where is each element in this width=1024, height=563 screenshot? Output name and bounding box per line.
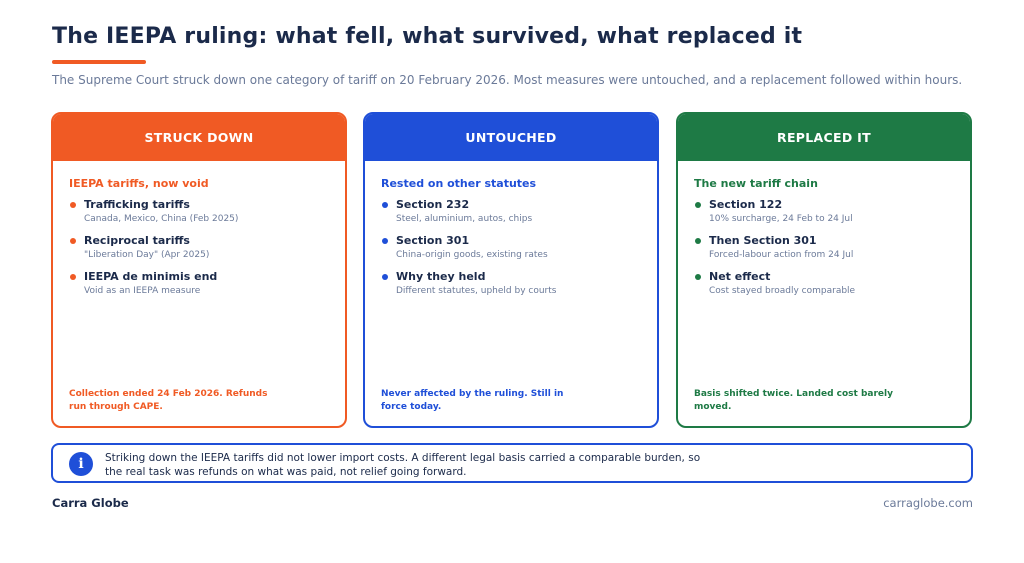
list-item: IEEPA de minimis end Void as an IEEPA me… <box>69 270 329 298</box>
bullet-icon <box>382 202 388 208</box>
info-text: Striking down the IEEPA tariffs did not … <box>105 452 701 478</box>
card-replaced-it: REPLACED IT The new tariff chain Section… <box>676 112 972 428</box>
card-header: REPLACED IT <box>678 114 970 161</box>
item-desc: China-origin goods, existing rates <box>396 250 548 260</box>
section-label: IEEPA tariffs, now void <box>69 177 209 190</box>
item-desc: "Liberation Day" (Apr 2025) <box>84 250 210 260</box>
list-item: Then Section 301 Forced-labour action fr… <box>694 234 954 262</box>
section-label: Rested on other statutes <box>381 177 537 190</box>
item-title: Then Section 301 <box>709 234 817 247</box>
item-title: Section 301 <box>396 234 470 247</box>
site-link[interactable]: carraglobe.com <box>883 496 973 510</box>
item-desc: Void as an IEEPA measure <box>84 286 201 296</box>
page-subtitle: The Supreme Court struck down one catego… <box>52 73 963 87</box>
title-underline <box>52 60 146 64</box>
item-title: Section 232 <box>396 198 470 211</box>
bullet-icon <box>382 274 388 280</box>
info-icon: i <box>69 452 93 476</box>
list-item: Reciprocal tariffs "Liberation Day" (Apr… <box>69 234 329 262</box>
card-body: Rested on other statutes Section 232 Ste… <box>365 161 657 298</box>
bullet-icon <box>695 238 701 244</box>
info-callout: i Striking down the IEEPA tariffs did no… <box>51 443 973 483</box>
page-title: The IEEPA ruling: what fell, what surviv… <box>52 24 803 49</box>
item-desc: Forced-labour action from 24 Jul <box>709 250 854 260</box>
list-item: Trafficking tariffs Canada, Mexico, Chin… <box>69 198 329 226</box>
bullet-icon <box>70 274 76 280</box>
item-title: Reciprocal tariffs <box>84 234 190 247</box>
bullet-icon <box>382 238 388 244</box>
list-item: Why they held Different statutes, upheld… <box>381 270 641 298</box>
bullet-icon <box>695 274 701 280</box>
card-footer-note: Never affected by the ruling. Still in f… <box>381 389 564 412</box>
item-desc: Different statutes, upheld by courts <box>396 286 557 296</box>
bullet-icon <box>70 202 76 208</box>
section-label: The new tariff chain <box>694 177 818 190</box>
item-title: Section 122 <box>709 198 783 211</box>
card-footer-note: Basis shifted twice. Landed cost barely … <box>694 389 893 412</box>
card-struck-down: STRUCK DOWN IEEPA tariffs, now void Traf… <box>51 112 347 428</box>
item-title: Net effect <box>709 270 771 283</box>
card-body: IEEPA tariffs, now void Trafficking tari… <box>53 161 345 298</box>
item-title: IEEPA de minimis end <box>84 270 218 283</box>
item-desc: Canada, Mexico, China (Feb 2025) <box>84 214 239 224</box>
bullet-icon <box>70 238 76 244</box>
card-header: STRUCK DOWN <box>53 114 345 161</box>
bullet-icon <box>695 202 701 208</box>
list-item: Section 122 10% surcharge, 24 Feb to 24 … <box>694 198 954 226</box>
brand-name: Carra Globe <box>52 496 129 510</box>
item-desc: Steel, aluminium, autos, chips <box>396 214 533 224</box>
item-desc: 10% surcharge, 24 Feb to 24 Jul <box>709 214 853 224</box>
item-desc: Cost stayed broadly comparable <box>709 286 856 296</box>
list-item: Section 301 China-origin goods, existing… <box>381 234 641 262</box>
card-header: UNTOUCHED <box>365 114 657 161</box>
card-body: The new tariff chain Section 122 10% sur… <box>678 161 970 298</box>
list-item: Section 232 Steel, aluminium, autos, chi… <box>381 198 641 226</box>
item-title: Trafficking tariffs <box>84 198 190 211</box>
card-footer-note: Collection ended 24 Feb 2026. Refunds ru… <box>69 389 268 412</box>
card-untouched: UNTOUCHED Rested on other statutes Secti… <box>363 112 659 428</box>
item-title: Why they held <box>396 270 486 283</box>
list-item: Net effect Cost stayed broadly comparabl… <box>694 270 954 298</box>
